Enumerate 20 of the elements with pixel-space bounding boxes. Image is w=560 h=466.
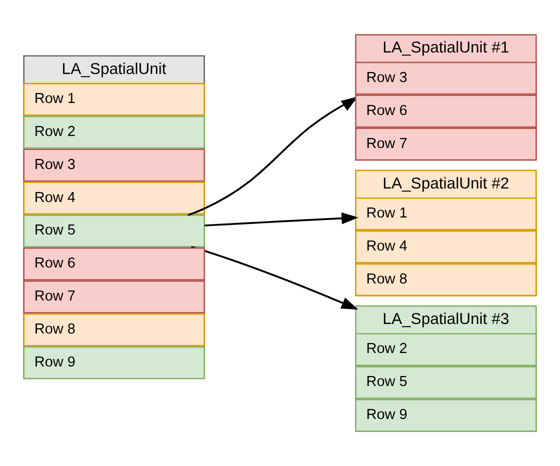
node-box: Row 1: [23, 82, 205, 116]
node-box: Row 5: [355, 366, 537, 399]
node-box: Row 3: [355, 62, 537, 95]
node-box: Row 7: [23, 280, 205, 314]
node-box: Row 3: [23, 148, 205, 182]
node-box: Row 4: [355, 230, 537, 264]
arrow: [204, 212, 359, 226]
node-box: Row 4: [23, 182, 205, 215]
node-box: Row 9: [23, 346, 205, 380]
node-box: Row 1: [355, 197, 537, 230]
node-box: Row 2: [23, 116, 205, 149]
node-box: Row 6: [23, 247, 205, 280]
node-box: Row 2: [355, 333, 537, 366]
node-box: Row 8: [355, 263, 537, 296]
node-box: Row 5: [23, 214, 205, 248]
node-box: Row 8: [23, 313, 205, 346]
node-box: Row 7: [355, 128, 537, 161]
node-box: Row 9: [355, 398, 537, 432]
node-box: Row 6: [355, 94, 537, 128]
arrow: [191, 246, 358, 310]
